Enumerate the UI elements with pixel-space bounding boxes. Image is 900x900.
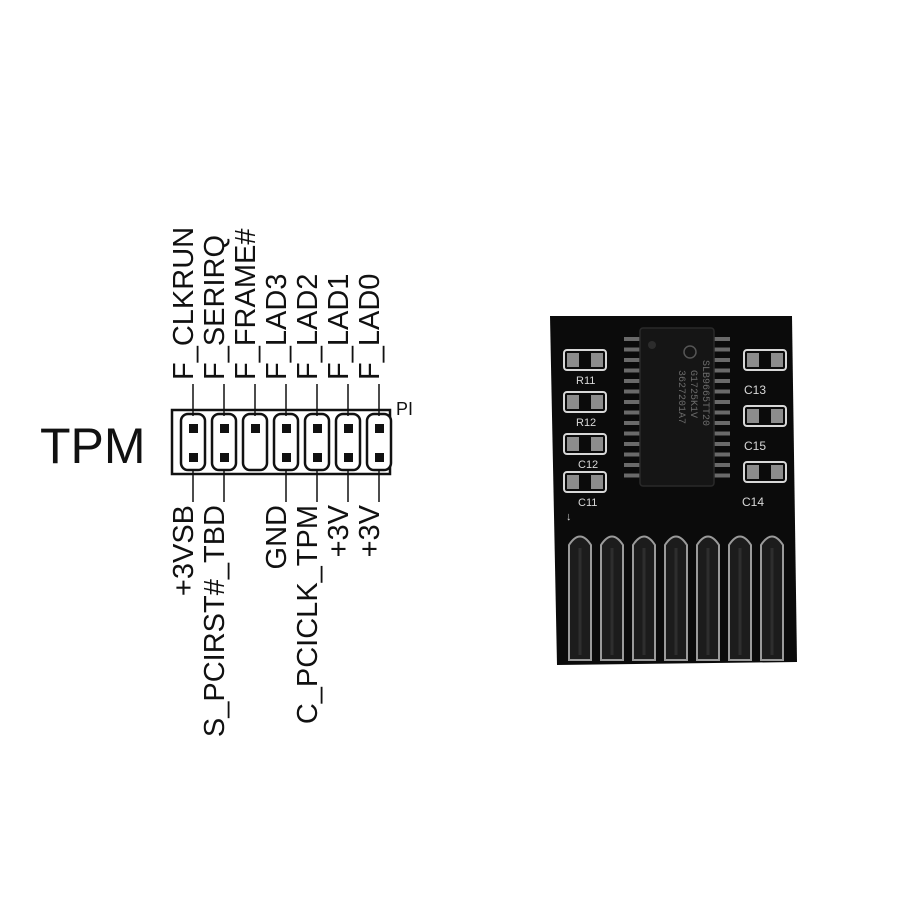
edge-contact bbox=[760, 535, 784, 661]
pin1-arrow-icon: ↓ bbox=[566, 511, 572, 523]
chip-marking-3: 3627201A7 bbox=[675, 370, 686, 424]
label-r11: R11 bbox=[576, 375, 595, 387]
chip-lead-right bbox=[714, 431, 730, 436]
smd-c15 bbox=[743, 405, 787, 427]
chip-logo-icon bbox=[683, 345, 697, 359]
tpm-header-diagram: TPM F_CLKRUN F_SERIRQ F_FRAME# F_LAD3 F_… bbox=[40, 227, 413, 737]
pin-column bbox=[241, 384, 269, 472]
label-c14: C14 bbox=[742, 495, 764, 509]
pin-label-3v-a: +3V bbox=[323, 504, 355, 557]
chip-lead-left bbox=[624, 452, 640, 457]
pin-column bbox=[365, 384, 393, 502]
chip-lead-right bbox=[714, 379, 730, 383]
edge-contact bbox=[600, 535, 624, 661]
chip-lead-left bbox=[624, 347, 640, 352]
chip-lead-left bbox=[624, 463, 640, 467]
label-c13: C13 bbox=[744, 383, 766, 397]
pin-column bbox=[303, 384, 331, 502]
chip-lead-left bbox=[624, 410, 640, 415]
pin-column bbox=[179, 384, 207, 502]
chip-lead-right bbox=[714, 410, 730, 415]
tpm-title: TPM bbox=[40, 418, 146, 474]
tpm-module-illustration: SLB9665TT20 G1725K1V 3627201A7 R11 R12 C… bbox=[550, 316, 797, 665]
chip-lead-right bbox=[714, 473, 730, 478]
chip-marking-2: G1725K1V bbox=[687, 370, 698, 418]
pin-top bbox=[375, 424, 384, 433]
chip-pin1-dot bbox=[648, 341, 656, 349]
top-pin-labels: F_CLKRUN F_SERIRQ F_FRAME# F_LAD3 F_LAD2… bbox=[168, 227, 386, 380]
chip-leads bbox=[624, 337, 730, 478]
chip-lead-left bbox=[624, 431, 640, 436]
pin-bottom bbox=[282, 453, 291, 462]
edge-contact bbox=[696, 535, 720, 661]
pin-bottom bbox=[189, 453, 198, 462]
smd-r11 bbox=[563, 349, 607, 371]
label-c11: C11 bbox=[578, 497, 597, 509]
pin-label-f-frame: F_FRAME# bbox=[230, 229, 262, 380]
label-r12: R12 bbox=[576, 417, 596, 429]
label-c12: C12 bbox=[578, 459, 598, 471]
smd-c11 bbox=[563, 471, 607, 493]
smd-c12 bbox=[563, 433, 607, 455]
chip-lead-left bbox=[624, 389, 640, 394]
chip-lead-right bbox=[714, 421, 730, 425]
pin-bottom bbox=[313, 453, 322, 462]
tpm-chip bbox=[639, 327, 715, 487]
pin-cell bbox=[241, 412, 269, 472]
pin-column bbox=[210, 384, 238, 502]
smd-c13 bbox=[743, 349, 787, 371]
chip-lead-left bbox=[624, 442, 640, 446]
pin-label-f-serirq: F_SERIRQ bbox=[199, 235, 231, 380]
edge-contacts bbox=[568, 535, 784, 661]
edge-contact bbox=[632, 535, 656, 661]
chip-marking-1: SLB9665TT20 bbox=[699, 360, 710, 426]
edge-contact bbox=[568, 535, 592, 661]
pin-top bbox=[189, 424, 198, 433]
chip-lead-right bbox=[714, 389, 730, 394]
smd-r12 bbox=[563, 391, 607, 413]
chip-lead-left bbox=[624, 368, 640, 373]
chip-lead-right bbox=[714, 442, 730, 446]
edge-contact bbox=[728, 535, 752, 661]
pin-top bbox=[313, 424, 322, 433]
chip-lead-right bbox=[714, 452, 730, 457]
chip-lead-right bbox=[714, 400, 730, 404]
bottom-pin-labels: +3VSB S_PCIRST#_TBD GND C_PCICLK_TPM +3V… bbox=[168, 504, 386, 737]
pin-label-f-clkrun: F_CLKRUN bbox=[168, 227, 200, 380]
chip-lead-left bbox=[624, 379, 640, 383]
pin-label-3vsb: +3VSB bbox=[168, 505, 200, 596]
chip-lead-right bbox=[714, 347, 730, 352]
pin-top bbox=[344, 424, 353, 433]
pin-label-f-lad3: F_LAD3 bbox=[261, 274, 293, 380]
pin-label-f-lad1: F_LAD1 bbox=[323, 274, 355, 380]
pin-bottom bbox=[375, 453, 384, 462]
pin-label-f-lad2: F_LAD2 bbox=[292, 274, 324, 380]
pin-column bbox=[272, 384, 300, 502]
chip-lead-right bbox=[714, 463, 730, 467]
chip-lead-left bbox=[624, 337, 640, 341]
label-c15: C15 bbox=[744, 439, 766, 453]
smd-c14 bbox=[743, 461, 787, 483]
pin1-marker: PI bbox=[396, 399, 413, 419]
pin-bottom bbox=[220, 453, 229, 462]
edge-contact bbox=[664, 535, 688, 661]
pin-top bbox=[282, 424, 291, 433]
chip-lead-left bbox=[624, 473, 640, 478]
pin-label-3v-b: +3V bbox=[354, 504, 386, 557]
chip-lead-right bbox=[714, 368, 730, 373]
pin-bottom bbox=[344, 453, 353, 462]
pin-label-f-lad0: F_LAD0 bbox=[354, 274, 386, 380]
pin-top bbox=[220, 424, 229, 433]
chip-lead-right bbox=[714, 337, 730, 341]
chip-lead-left bbox=[624, 400, 640, 404]
chip-lead-left bbox=[624, 358, 640, 362]
chip-lead-right bbox=[714, 358, 730, 362]
pin-label-gnd: GND bbox=[261, 505, 293, 569]
pin-column bbox=[334, 384, 362, 502]
pin-top bbox=[251, 424, 260, 433]
pin-label-s-pcirst: S_PCIRST#_TBD bbox=[199, 505, 231, 737]
chip-lead-left bbox=[624, 421, 640, 425]
pin-label-c-pciclk-tpm: C_PCICLK_TPM bbox=[292, 505, 324, 724]
